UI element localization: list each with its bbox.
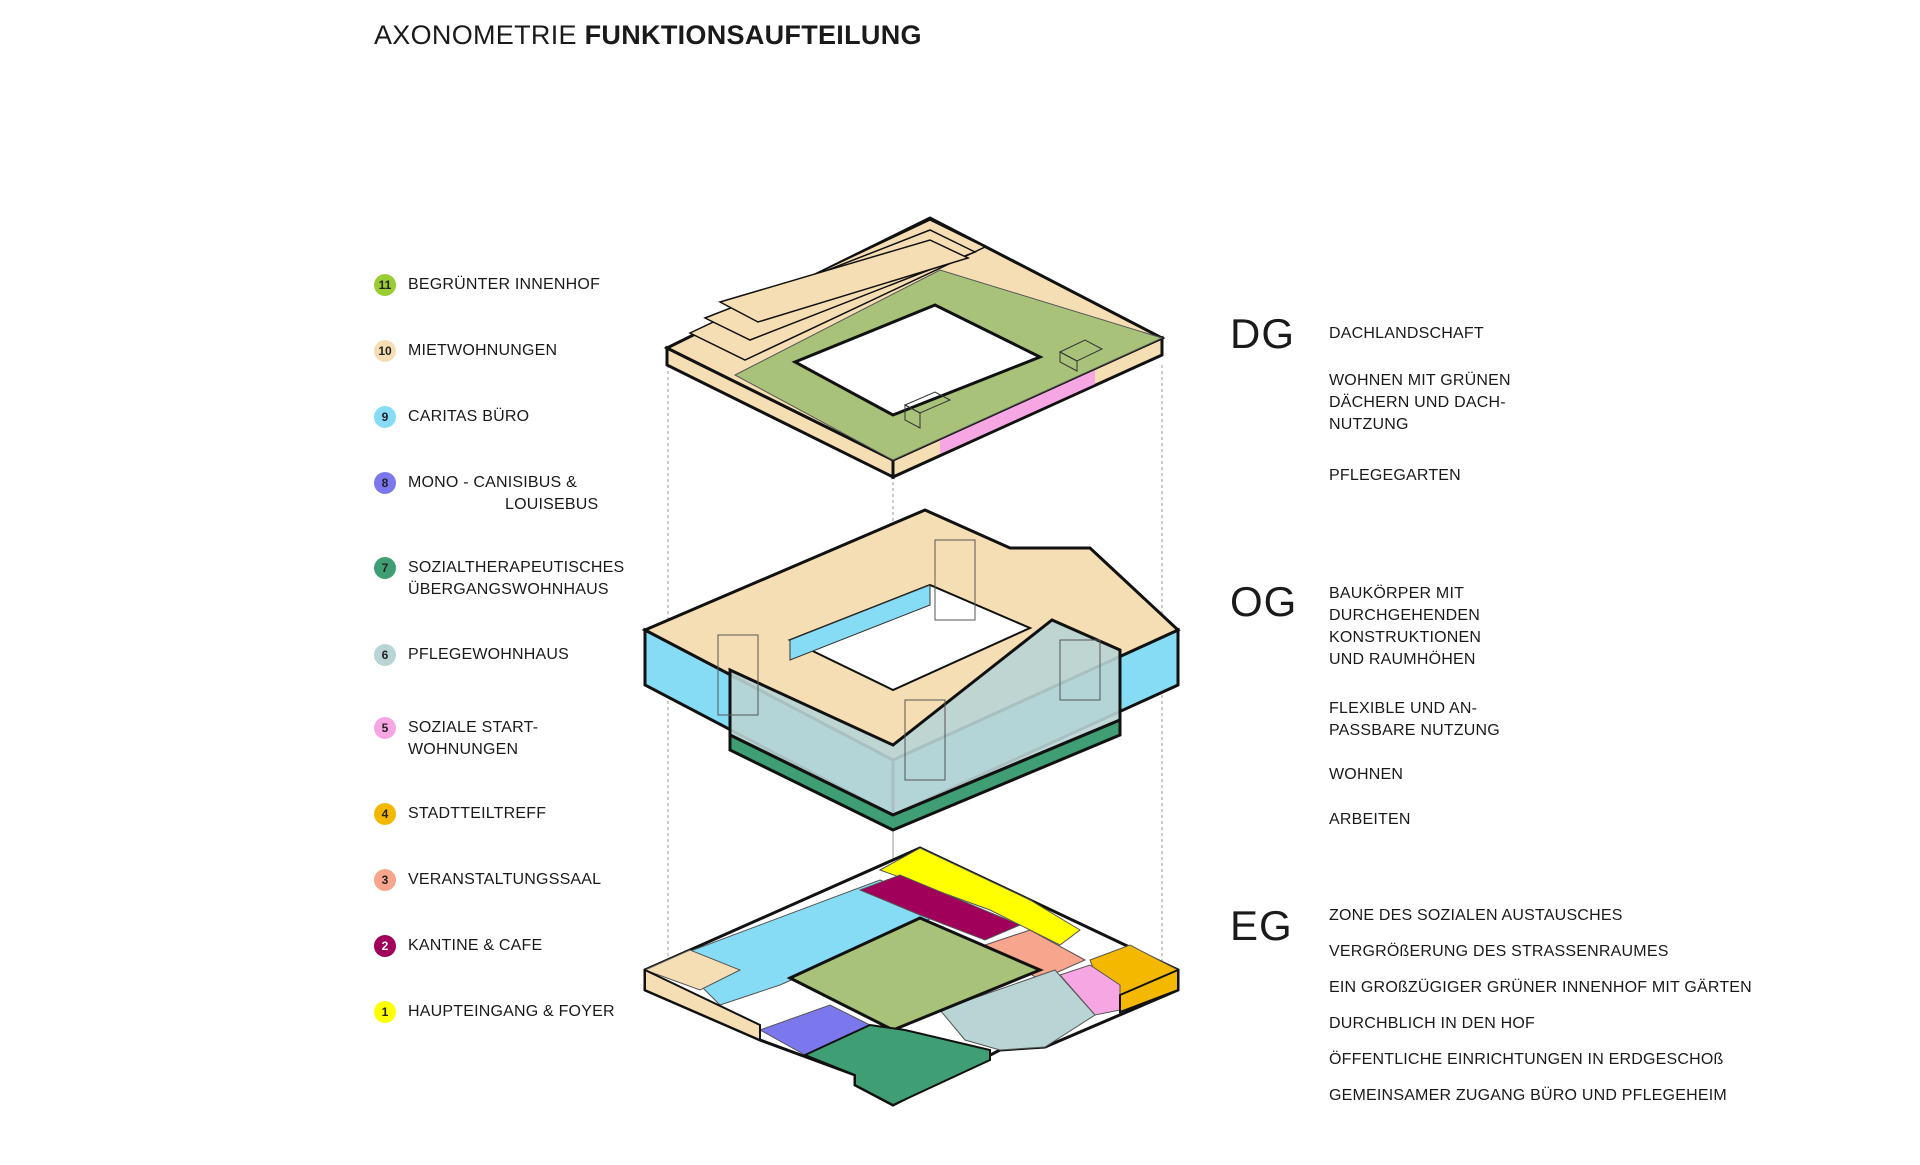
eg-side-right [1119,968,1179,1014]
og-note: ARBEITEN [1329,811,1411,828]
legend-item-8: 8 MONO - CANISIBUS &LOUISEBUS [374,472,598,516]
level-label-dg: DG [1230,310,1295,357]
function-legend: 11 BEGRÜNTER INNENHOF 10 MIETWOHNUNGEN 9… [374,0,674,1165]
eg-side-left [644,968,761,1042]
legend-badge: 11 [374,274,396,296]
dg-box-outlines [903,339,1104,429]
legend-item-6: 6 PFLEGEWOHNHAUS [374,644,569,666]
title-bold: FUNKTIONSAUFTEILUNG [584,20,922,50]
legend-label: CARITAS BÜRO [408,408,530,425]
og-courtyard-wall [789,584,931,661]
legend-label: PFLEGEWOHNHAUS [408,646,570,663]
dg-terraces [688,219,987,361]
og-vertical-outlines [717,539,1101,781]
legend-badge: 5 [374,717,396,739]
title-light: AXONOMETRIE [374,20,585,50]
level-label-eg: EG [1230,902,1293,949]
roof-level-dg [663,216,1166,480]
eg-note: GEMEINSAMER ZUGANG BÜRO UND PFLEGEHEIM [1329,1087,1727,1104]
dg-courtyard-opening [791,303,1044,417]
eg-note: ÖFFENTLICHE EINRICHTUNGEN IN ERDGESCHOß [1329,1051,1724,1068]
eg-note: EIN GROßZÜGIGER GRÜNER INNENHOF MIT GÄRT… [1329,979,1752,996]
legend-item-4: 4 STADTTEILTREFF [374,803,546,825]
legend-item-5: 5 SOZIALE START-WOHNUNGEN [374,717,538,761]
eg-social-therapy [802,1023,991,1107]
legend-item-2: 2 KANTINE & CAFE [374,935,542,957]
legend-badge: 9 [374,406,396,428]
legend-item-11: 11 BEGRÜNTER INNENHOF [374,274,600,296]
legend-badge: 6 [374,644,396,666]
level-label-og: OG [1230,578,1298,625]
og-note: WOHNEN [1329,766,1404,783]
eg-courtyard [786,916,1044,1032]
legend-item-3: 3 VERANSTALTUNGSSAAL [374,869,601,891]
eg-canteen [858,874,1022,941]
dg-note: PFLEGEGARTEN [1329,467,1461,484]
legend-label: BEGRÜNTER INNENHOF [408,276,601,293]
legend-badge: 4 [374,803,396,825]
legend-badge: 10 [374,340,396,362]
eg-note: VERGRÖßERUNG DES STRASSENRAUMES [1329,943,1669,960]
ground-level-eg [643,846,1180,1107]
legend-label: MIETWOHNUNGEN [408,342,558,359]
upper-level-og [641,508,1181,832]
eg-note: DURCHBLICH IN DEN HOF [1329,1015,1535,1032]
og-note: FLEXIBLE UND AN- PASSBARE NUTZUNG [1329,700,1500,739]
eg-rental [643,949,742,991]
legend-label: MONO - CANISIBUS &LOUISEBUS [408,474,599,513]
og-green-base [728,717,1122,832]
eg-note: ZONE DES SOZIALEN AUSTAUSCHES [1329,907,1623,924]
legend-label: VERANSTALTUNGSSAAL [408,871,602,888]
legend-item-1: 1 HAUPTEINGANG & FOYER [374,1001,615,1023]
diagram-title: AXONOMETRIE FUNKTIONSAUFTEILUNG [374,20,922,51]
legend-badge: 7 [374,557,396,579]
dg-note: DACHLANDSCHAFT [1329,325,1484,342]
legend-badge: 1 [374,1001,396,1023]
og-note: BAUKÖRPER MIT DURCHGEHENDEN KONSTRUKTION… [1329,585,1482,668]
dg-note: WOHNEN MIT GRÜNEN DÄCHERN UND DACH- NUTZ… [1329,372,1511,433]
legend-badge: 2 [374,935,396,957]
eg-foyer [878,847,1081,946]
legend-badge: 3 [374,869,396,891]
legend-label: STADTTEILTREFF [408,805,547,822]
legend-item-10: 10 MIETWOHNUNGEN [374,340,557,362]
legend-label: SOZIALE START-WOHNUNGEN [408,719,539,758]
legend-label: KANTINE & CAFE [408,937,543,954]
legend-badge: 8 [374,472,396,494]
legend-item-9: 9 CARITAS BÜRO [374,406,529,428]
dg-pink-strip [940,367,1095,454]
eg-care-home [939,969,1096,1051]
legend-label: HAUPTEINGANG & FOYER [408,1003,615,1020]
